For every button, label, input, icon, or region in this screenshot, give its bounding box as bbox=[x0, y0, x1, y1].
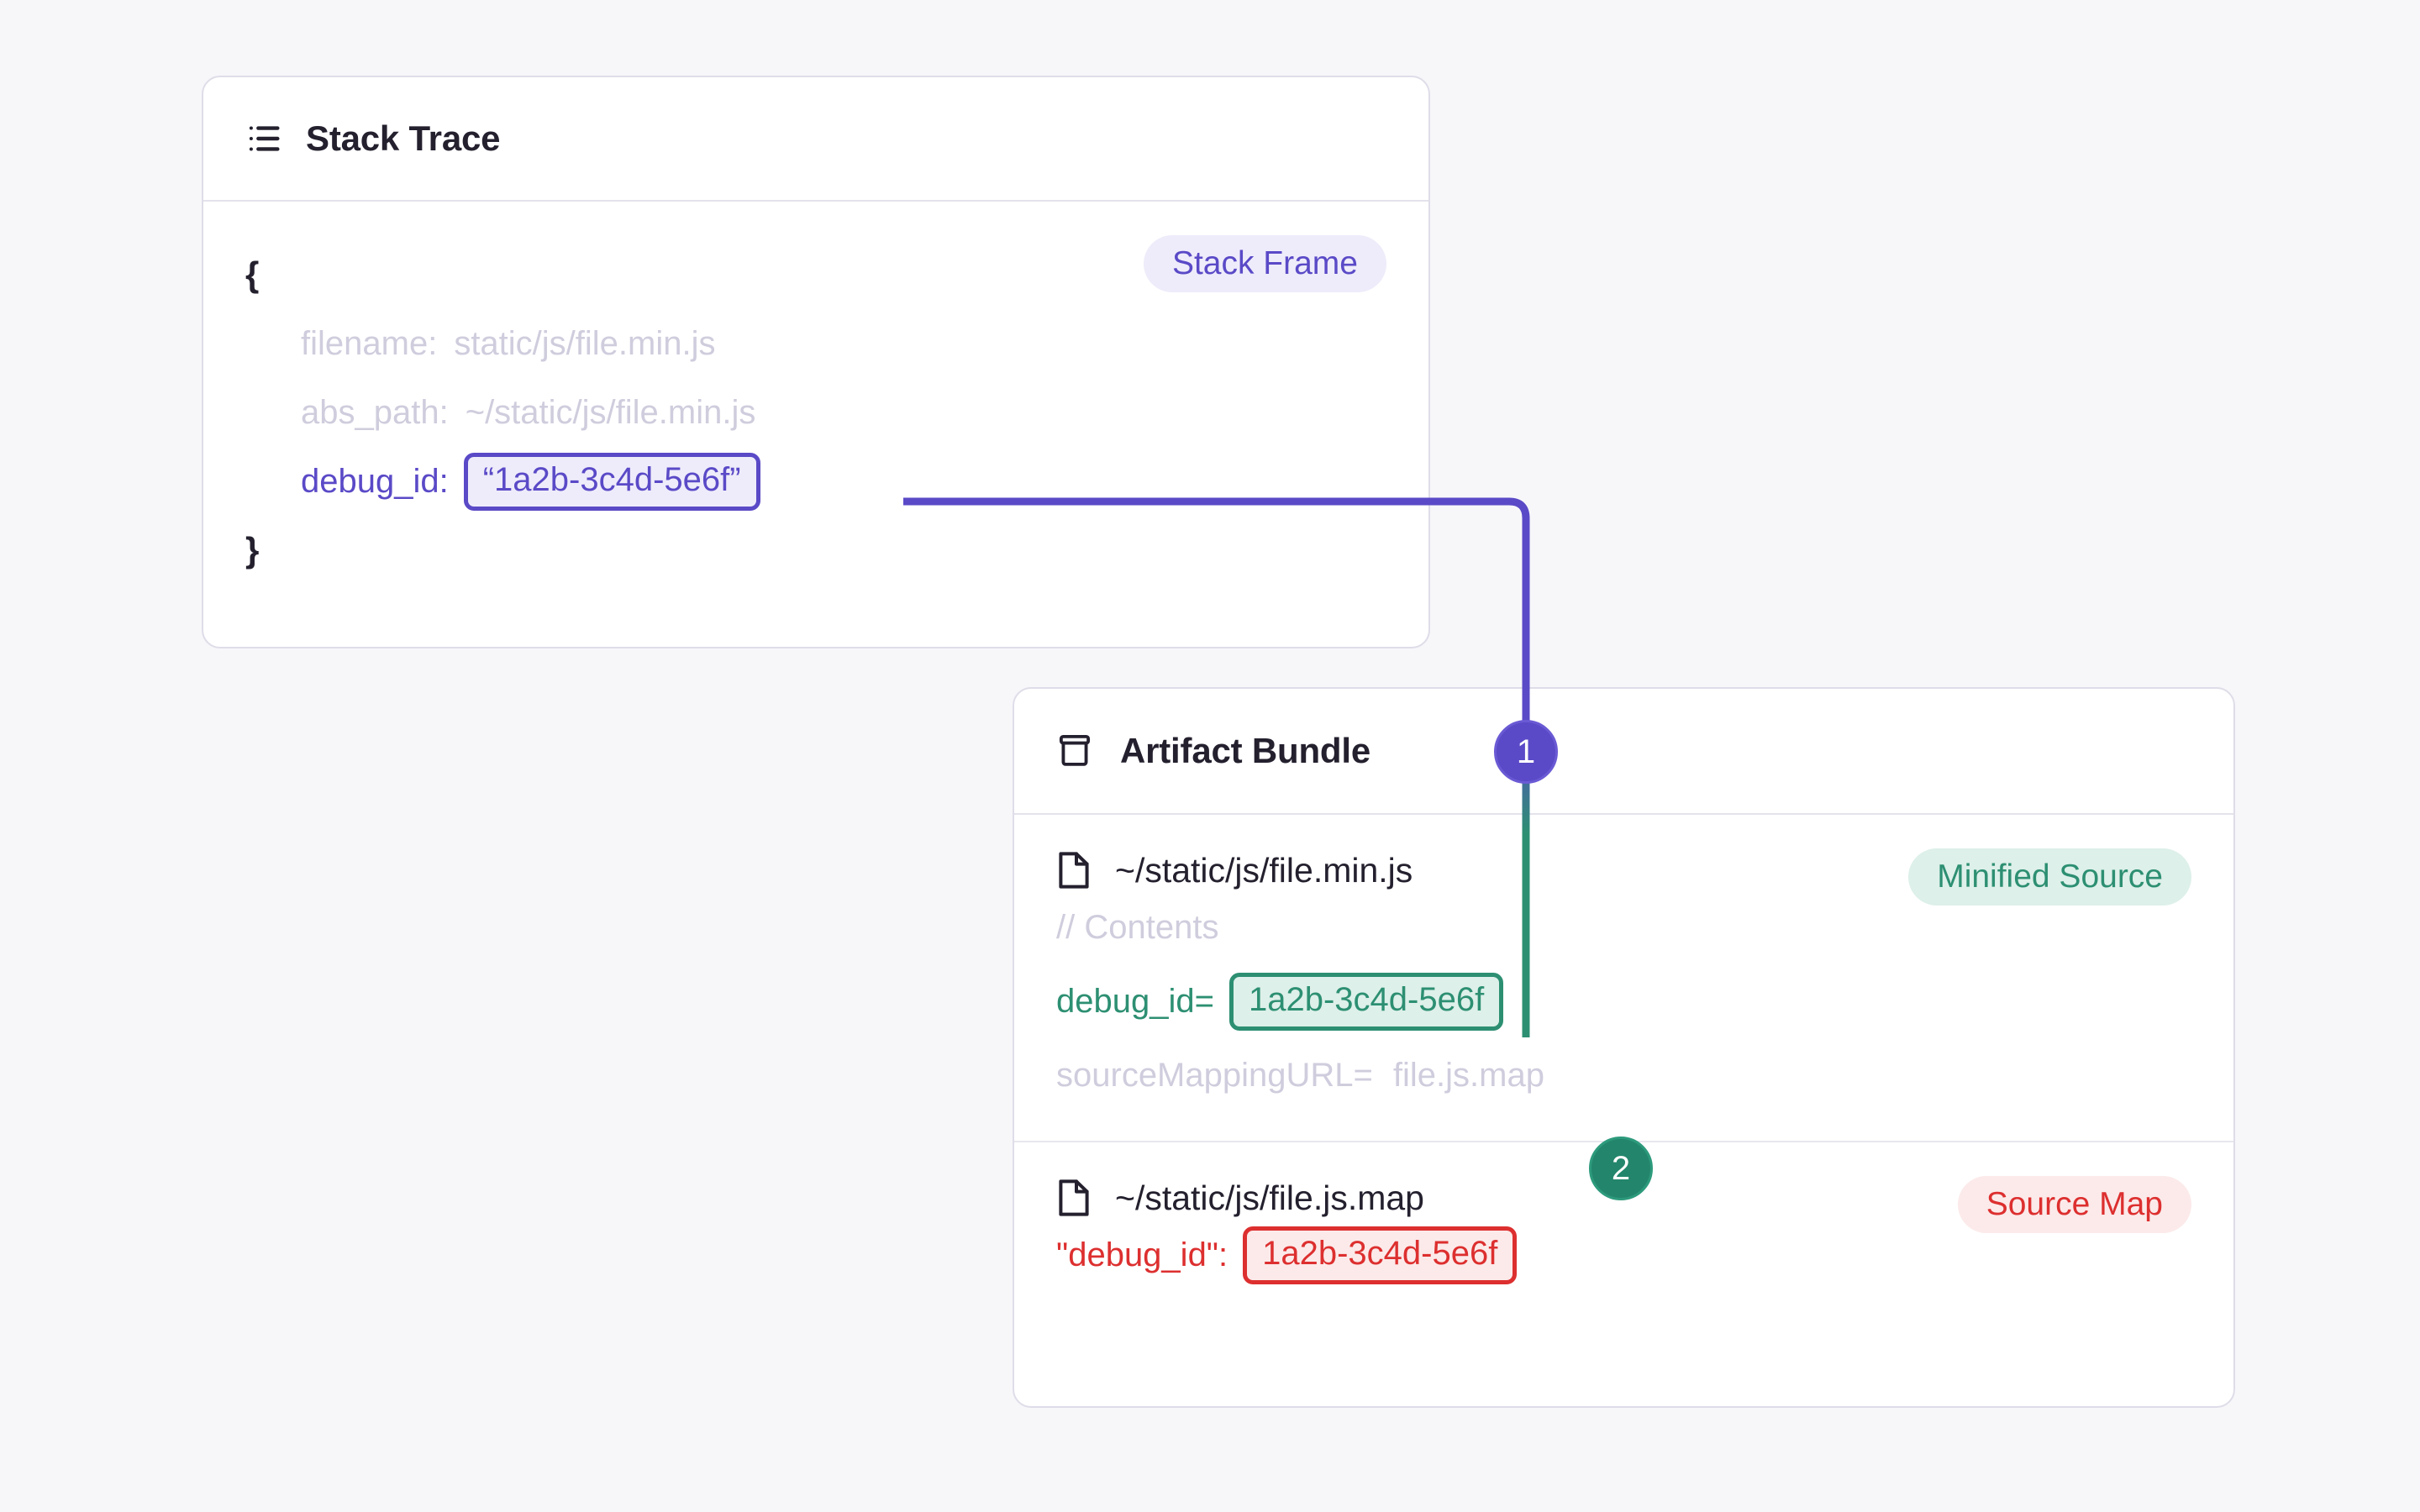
minified-source-file-name: ~/static/js/file.min.js bbox=[1115, 850, 1413, 890]
field-abs-path: abs_path: ~/static/js/file.min.js bbox=[301, 378, 1386, 447]
minified-source-section: Minified Source ~/static/js/file.min.js … bbox=[1014, 815, 2233, 1141]
artifact-bundle-title: Artifact Bundle bbox=[1120, 731, 1371, 770]
stacktrace-debug-id-chip[interactable]: “1a2b-3c4d-5e6f” bbox=[463, 452, 760, 511]
minified-debug-id-line: debug_id= 1a2b-3c4d-5e6f bbox=[1056, 964, 2191, 1038]
step-marker-1: 1 bbox=[1494, 720, 1558, 784]
stack-trace-header: Stack Trace bbox=[203, 77, 1428, 202]
stack-frame-badge: Stack Frame bbox=[1143, 235, 1386, 292]
source-map-debug-id-line: "debug_id": 1a2b-3c4d-5e6f bbox=[1056, 1218, 2191, 1292]
minified-debug-id-chip[interactable]: 1a2b-3c4d-5e6f bbox=[1228, 972, 1504, 1031]
source-mapping-url-label: sourceMappingURL= bbox=[1056, 1056, 1373, 1094]
field-debug-id: debug_id: “1a2b-3c4d-5e6f” bbox=[301, 447, 1386, 516]
source-map-badge: Source Map bbox=[1957, 1176, 2191, 1233]
json-close-brace: } bbox=[245, 530, 260, 570]
field-filename-key: filename: bbox=[301, 324, 438, 362]
stack-trace-title: Stack Trace bbox=[306, 118, 501, 158]
field-abs-path-key: abs_path: bbox=[301, 393, 449, 431]
source-mapping-url-line: sourceMappingURL= file.js.map bbox=[1056, 1038, 2191, 1112]
archive-icon bbox=[1056, 732, 1095, 770]
source-map-file-name: ~/static/js/file.js.map bbox=[1115, 1178, 1424, 1217]
artifact-bundle-card: Artifact Bundle Minified Source ~/static… bbox=[1013, 687, 2235, 1408]
minified-source-badge: Minified Source bbox=[1908, 848, 2191, 906]
list-icon bbox=[245, 119, 284, 158]
source-map-debug-id-label: "debug_id": bbox=[1056, 1236, 1228, 1273]
field-debug-id-key: debug_id: bbox=[301, 462, 449, 500]
stack-trace-body: Stack Frame { filename: static/js/file.m… bbox=[203, 202, 1428, 585]
json-open-brace: { bbox=[245, 255, 260, 294]
stack-trace-card: Stack Trace Stack Frame { filename: stat… bbox=[202, 76, 1430, 648]
source-map-section: Source Map ~/static/js/file.js.map "debu… bbox=[1014, 1141, 2233, 1320]
artifact-bundle-header: Artifact Bundle bbox=[1014, 689, 2233, 815]
minified-debug-id-label: debug_id= bbox=[1056, 982, 1214, 1020]
field-filename-value: static/js/file.min.js bbox=[454, 324, 716, 362]
file-icon bbox=[1056, 850, 1092, 890]
field-abs-path-value: ~/static/js/file.min.js bbox=[465, 393, 756, 431]
field-filename: filename: static/js/file.min.js bbox=[301, 309, 1386, 378]
source-map-file-row[interactable]: ~/static/js/file.js.map bbox=[1056, 1178, 2191, 1218]
source-mapping-url-value: file.js.map bbox=[1392, 1056, 1544, 1094]
step-marker-2: 2 bbox=[1589, 1137, 1653, 1200]
minified-contents-comment-text: // Contents bbox=[1056, 908, 1219, 946]
file-icon bbox=[1056, 1178, 1092, 1218]
source-map-debug-id-chip[interactable]: 1a2b-3c4d-5e6f bbox=[1243, 1226, 1518, 1284]
